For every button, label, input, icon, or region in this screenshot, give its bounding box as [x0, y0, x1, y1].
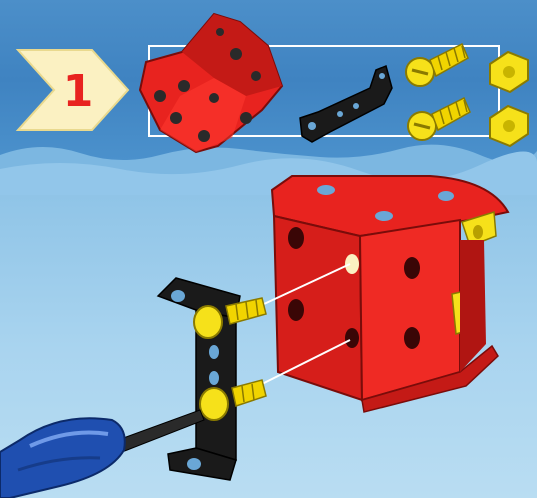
nut-icon [490, 106, 528, 146]
nut-icon [490, 52, 528, 92]
bolt-icon [406, 44, 468, 86]
bracket-icon [300, 66, 392, 142]
red-cube-icon [140, 14, 282, 152]
bolt-icon [408, 98, 470, 140]
red-cube-assembled [272, 176, 508, 412]
